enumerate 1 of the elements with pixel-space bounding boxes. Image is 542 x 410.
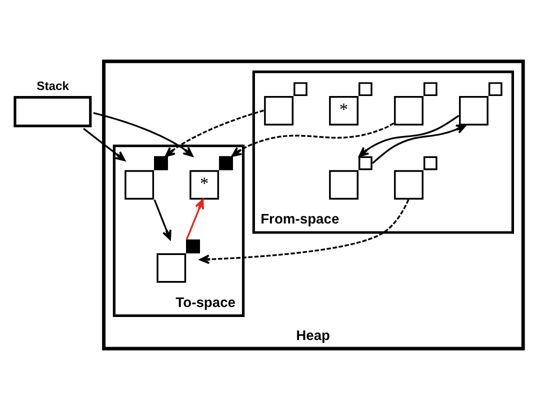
node-label: Stack: [36, 79, 69, 94]
